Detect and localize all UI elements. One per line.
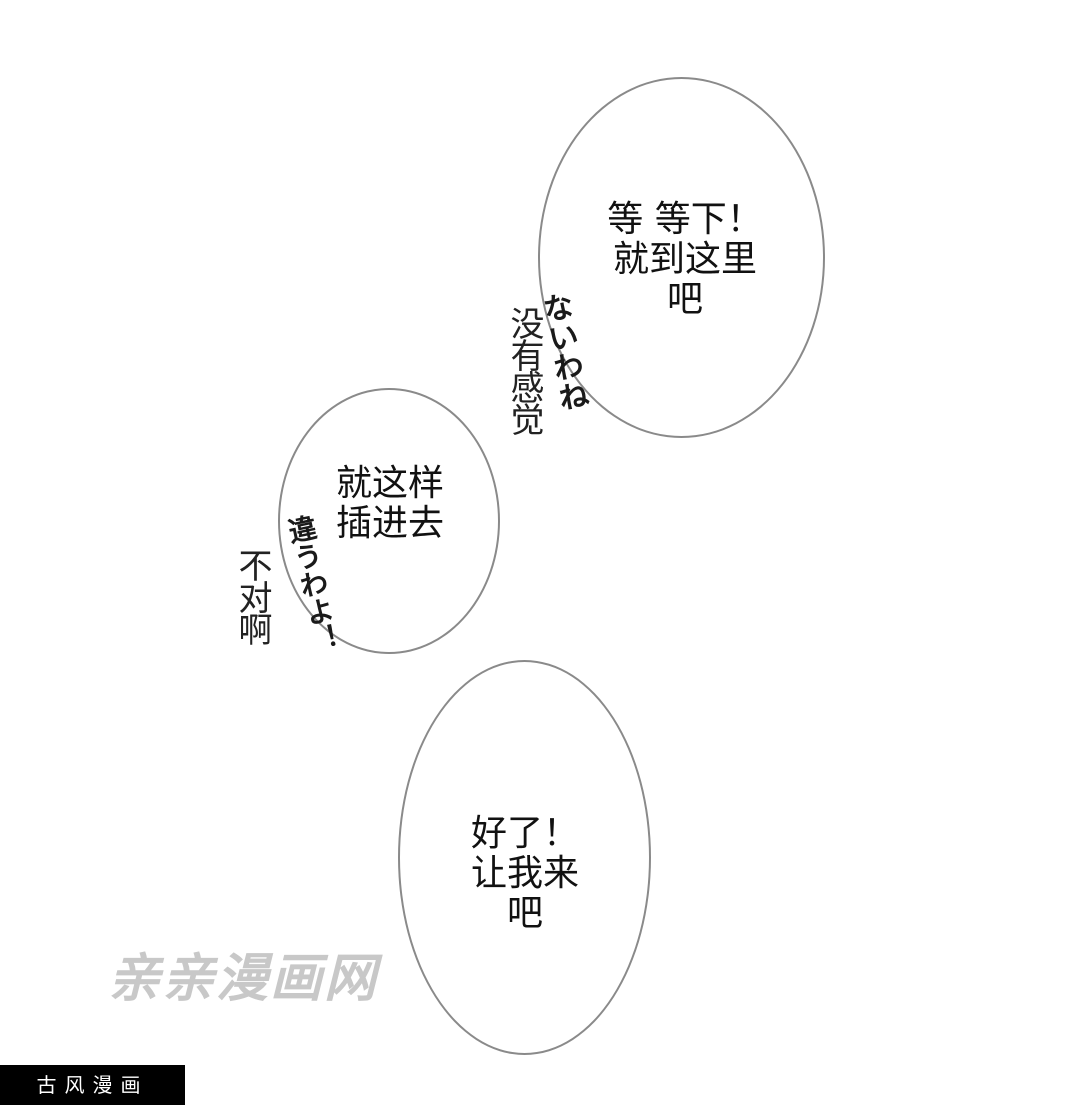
bubble-text-top-right: 等 等下！ 就到这里 吧 — [590, 200, 780, 320]
bubble-line: 好了！ — [470, 813, 579, 854]
bubble-line: 插进去 — [335, 503, 444, 544]
bubble-text-bottom: 好了！ 让我来 吧 — [440, 814, 610, 934]
bubble-text-middle-left: 就这样 插进去 — [310, 464, 470, 544]
speech-bubble-bottom — [398, 660, 651, 1055]
watermark-logo: 亲亲漫画网 — [108, 949, 379, 1009]
bubble-line: 吧 — [506, 893, 543, 934]
footer-badge: 古风漫画 — [0, 1065, 185, 1105]
bubble-line: 吧 — [666, 279, 703, 320]
bubble-line: 等 等下！ — [607, 199, 763, 240]
bubble-line: 让我来 — [470, 853, 579, 894]
bubble-line: 就到这里 — [612, 239, 757, 280]
bubble-line: 就这样 — [335, 463, 444, 504]
caption-not-right: 不对啊 — [232, 548, 272, 644]
caption-no-feeling: 没有感觉 — [504, 306, 544, 434]
speech-bubble-middle-left — [278, 388, 500, 654]
speech-bubble-top-right — [538, 77, 825, 438]
